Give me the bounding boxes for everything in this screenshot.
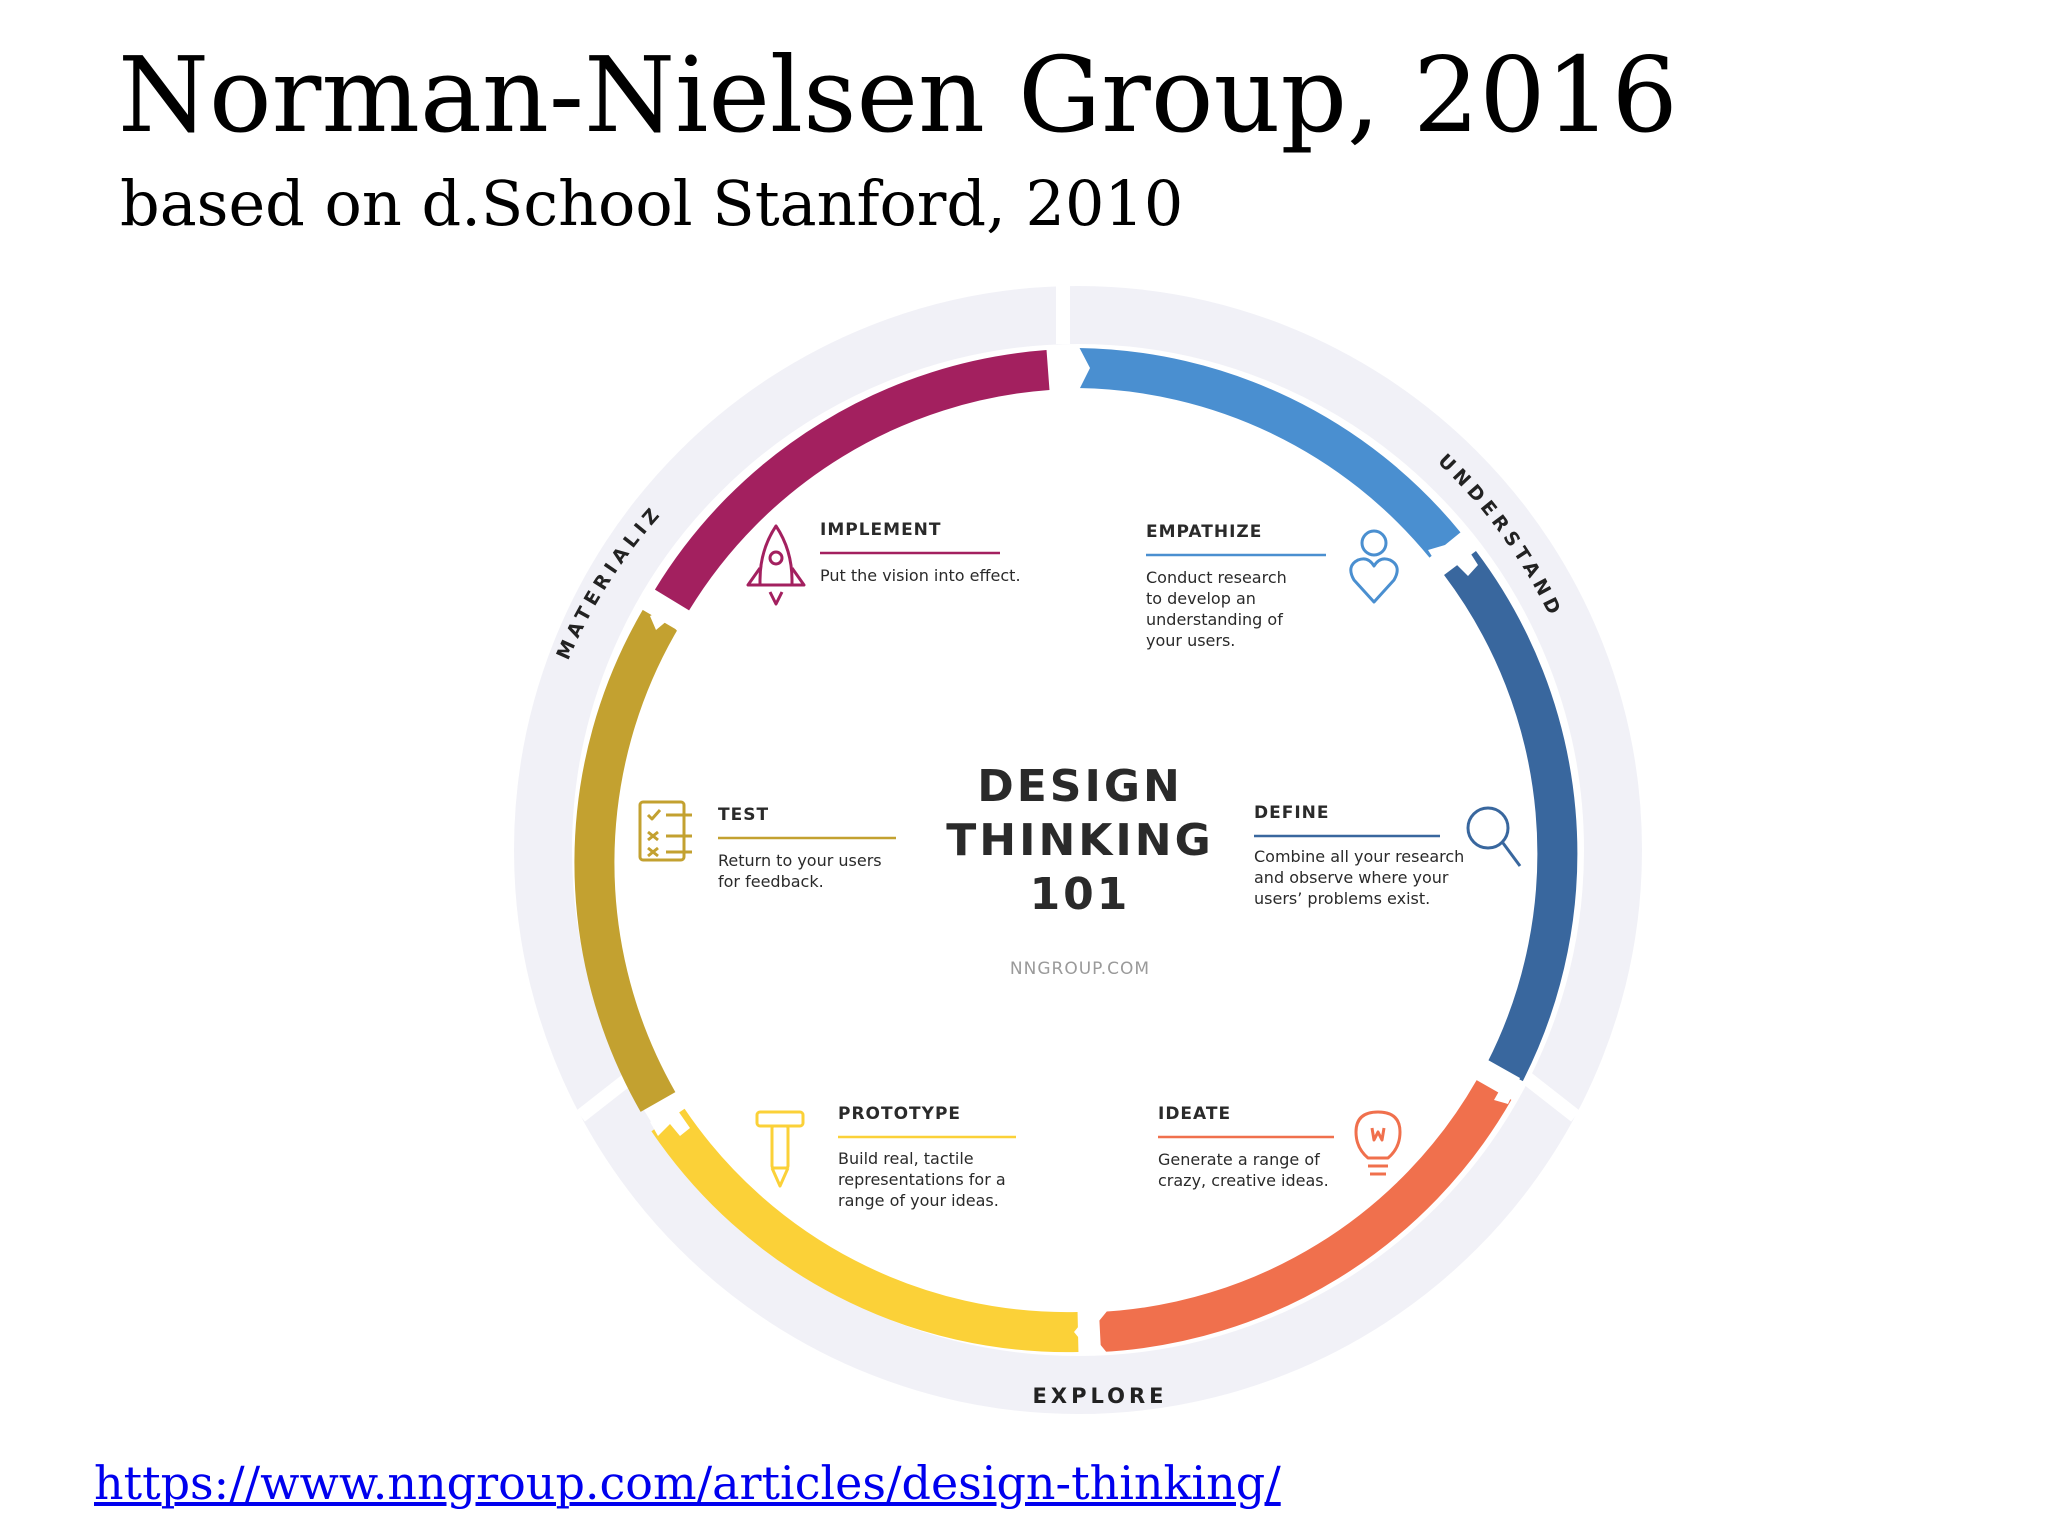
- define-name: DEFINE: [1254, 803, 1330, 823]
- ideate-desc: Generate a range of crazy, creative idea…: [1158, 1150, 1329, 1190]
- prototype-desc: Build real, tactile representations for …: [838, 1149, 1011, 1210]
- empathize-name: EMPATHIZE: [1146, 522, 1262, 542]
- arrow-left-upper: [650, 604, 690, 632]
- segment-arrows: [650, 345, 1520, 1354]
- implement-stage: IMPLEMENT Put the vision into effect.: [746, 520, 1021, 606]
- implement-name: IMPLEMENT: [820, 520, 942, 540]
- arrow-top: [1058, 345, 1090, 392]
- magnifier-icon: [1466, 806, 1522, 867]
- heart-person-icon: [1349, 529, 1399, 604]
- empathize-segment: [1077, 348, 1461, 558]
- outer-ring: [514, 286, 1642, 1414]
- checklist-icon: [638, 800, 692, 862]
- ideate-segment: [1098, 1080, 1512, 1352]
- outer-ring-gap-right: [1522, 1072, 1580, 1122]
- arrow-right-upper: [1428, 540, 1478, 576]
- prototype-stage: PROTOTYPE Build real, tactile representa…: [755, 1104, 1016, 1210]
- prototype-name: PROTOTYPE: [838, 1104, 961, 1124]
- slide-title: Norman-Nielsen Group, 2016: [118, 34, 1678, 156]
- source-link[interactable]: https://www.nngroup.com/articles/design-…: [94, 1456, 1281, 1510]
- lightbulb-icon: [1354, 1110, 1402, 1176]
- ideate-stage: IDEATE Generate a range of crazy, creati…: [1158, 1104, 1402, 1190]
- define-segment: [1444, 550, 1578, 1082]
- implement-desc: Put the vision into effect.: [820, 566, 1021, 585]
- rocket-icon: [746, 524, 806, 606]
- prototype-segment: [651, 1108, 1079, 1353]
- arrow-right-lower: [1482, 1060, 1520, 1104]
- outer-ring-gap-top: [1056, 282, 1070, 344]
- outer-ring-gap-left: [576, 1072, 634, 1122]
- implement-segment: [654, 350, 1050, 611]
- empathize-desc: Conduct research to develop an understan…: [1146, 568, 1292, 650]
- arrow-left-lower: [650, 1108, 690, 1136]
- center-line2: THINKING: [946, 815, 1213, 866]
- center-line3: 101: [1030, 869, 1131, 920]
- center-source: NNGROUP.COM: [1010, 959, 1150, 979]
- hammer-pencil-icon: [755, 1110, 805, 1188]
- center-line1: DESIGN: [977, 761, 1183, 812]
- test-desc: Return to your users for feedback.: [718, 851, 887, 891]
- explore-label: EXPLORE: [1033, 1384, 1168, 1408]
- define-stage: DEFINE Combine all your research and obs…: [1254, 803, 1522, 908]
- slide-subtitle: based on d.School Stanford, 2010: [120, 167, 1184, 240]
- arrow-bottom: [1074, 1310, 1108, 1354]
- define-desc: Combine all your research and observe wh…: [1254, 847, 1469, 908]
- ideate-name: IDEATE: [1158, 1104, 1231, 1124]
- stage-ring: [574, 348, 1578, 1353]
- empathize-stage: EMPATHIZE Conduct research to develop an…: [1146, 522, 1399, 650]
- test-segment: [574, 609, 678, 1112]
- test-name: TEST: [718, 805, 769, 825]
- test-stage: TEST Return to your users for feedback.: [638, 800, 896, 891]
